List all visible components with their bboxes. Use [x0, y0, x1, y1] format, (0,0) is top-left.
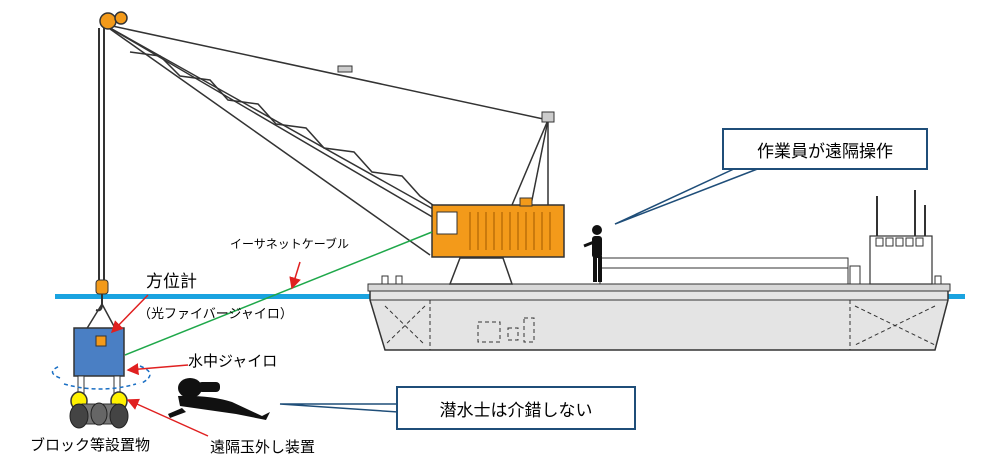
- rotation-arrows: [51, 365, 151, 390]
- block-object: [69, 327, 129, 429]
- label-fiber-gyro: （光ファイバージャイロ）: [138, 307, 293, 322]
- label-compass: 方位計: [146, 272, 197, 292]
- barge: [367, 190, 951, 351]
- hoist-rope: [85, 28, 117, 331]
- annotation-arrows: [110, 261, 301, 437]
- crane-pedestal: [448, 257, 514, 285]
- ethernet-cable: [124, 231, 433, 356]
- callout-remote-operation-text: 作業員が遠隔操作: [757, 141, 893, 162]
- label-underwater-gyro: 水中ジャイロ: [188, 352, 278, 370]
- callout-remote-operation: 作業員が遠隔操作: [722, 128, 928, 170]
- crane-boom: [102, 23, 549, 256]
- boom-tip-sheave: [99, 12, 117, 30]
- callout-no-diver-text: 潜水士は介錯しない: [439, 400, 593, 421]
- label-ethernet-cable: イーサネットケーブル: [230, 237, 350, 251]
- label-remote-release: 遠隔玉外し装置: [210, 438, 316, 456]
- callout-no-diver: 潜水士は介錯しない: [396, 386, 636, 430]
- label-block-object: ブロック等設置物: [30, 436, 151, 454]
- diver-figure: [168, 378, 270, 420]
- crane-cab: [431, 197, 565, 258]
- callout-pointers: [279, 167, 761, 413]
- worker-figure: [583, 225, 602, 282]
